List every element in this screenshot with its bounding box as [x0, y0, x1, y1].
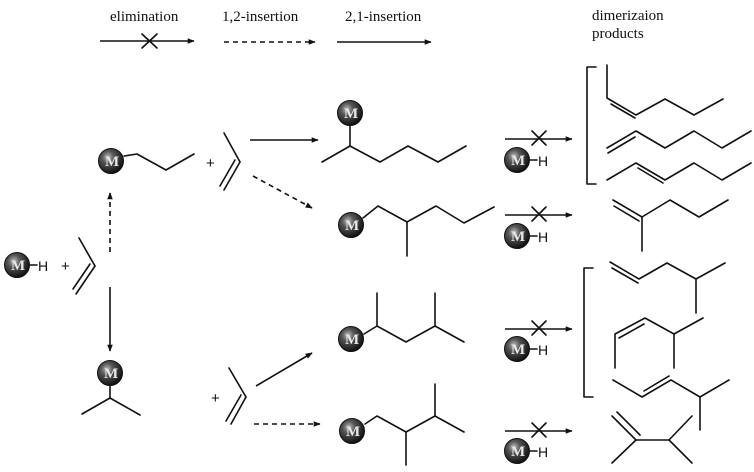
hydride-symbol: H — [538, 342, 548, 358]
product-2,3-dimethyl-1-butene — [611, 411, 693, 464]
metal-symbol: M — [105, 154, 119, 170]
legend: elimination 1,2-insertion 2,1-insertion … — [100, 8, 664, 49]
hydride-symbol: H — [538, 229, 548, 245]
hydride-symbol: H — [538, 444, 548, 460]
products-heading-line2: products — [592, 26, 644, 42]
intermediate-1,3-dimethylbutyl: M — [338, 292, 465, 352]
metal-symbol: M — [511, 229, 525, 245]
intermediate-2-hexyl: M — [321, 100, 467, 163]
plus-sign: + — [61, 258, 70, 275]
metal-n-propyl: M — [98, 148, 195, 174]
product-trans-3-hexene — [606, 162, 752, 184]
elimination-step-2: M H — [504, 206, 573, 249]
legend-21-insertion-label: 2,1-insertion — [345, 9, 422, 25]
metal-symbol: M — [344, 106, 358, 122]
products-heading-line1: dimerizaion — [592, 8, 664, 24]
product-trans-4-methyl-2-pentene — [612, 375, 730, 431]
metal-symbol: M — [511, 153, 525, 169]
product-4-methyl-1-pentene — [609, 261, 726, 314]
elimination-step-3: M H — [504, 320, 573, 362]
intermediate-2-methylpentyl: M — [338, 205, 495, 257]
legend-12-insertion-label: 1,2-insertion — [222, 9, 299, 25]
start-metal-hydride: M H — [4, 252, 48, 278]
product-cis-2-hexene — [606, 64, 724, 119]
legend-elimination-cross-icon — [141, 33, 158, 49]
metal-symbol: M — [511, 342, 525, 358]
metal-symbol: M — [11, 258, 25, 274]
hydride-symbol: H — [38, 258, 48, 274]
metal-symbol: M — [345, 332, 359, 348]
plus-sign: + — [206, 155, 215, 172]
arrow-12-insertion-top — [252, 175, 313, 209]
metal-symbol: M — [346, 424, 360, 440]
metal-isopropyl: M — [81, 360, 141, 416]
metal-symbol: M — [511, 444, 525, 460]
metal-symbol: M — [345, 218, 359, 234]
intermediate-2,3-dimethylbutyl: M — [339, 383, 465, 466]
plus-sign: + — [211, 390, 220, 407]
elimination-step-4: M H — [504, 422, 573, 464]
product-1-hexene — [606, 130, 752, 154]
propene-top — [219, 132, 241, 191]
metal-symbol: M — [104, 366, 118, 382]
product-bracket-hexenes — [586, 66, 597, 185]
product-bracket-methylpentenes — [583, 267, 594, 398]
product-2-methyl-1-pentene — [612, 199, 729, 252]
legend-elimination-label: elimination — [110, 9, 179, 25]
hydride-symbol: H — [538, 153, 548, 169]
propene-bottom — [225, 367, 247, 425]
product-cis-4-methyl-2-pentene — [614, 317, 704, 369]
propene-start — [72, 237, 96, 295]
elimination-step-1: M H — [504, 130, 573, 173]
arrow-21-insertion-bottom — [255, 352, 313, 387]
